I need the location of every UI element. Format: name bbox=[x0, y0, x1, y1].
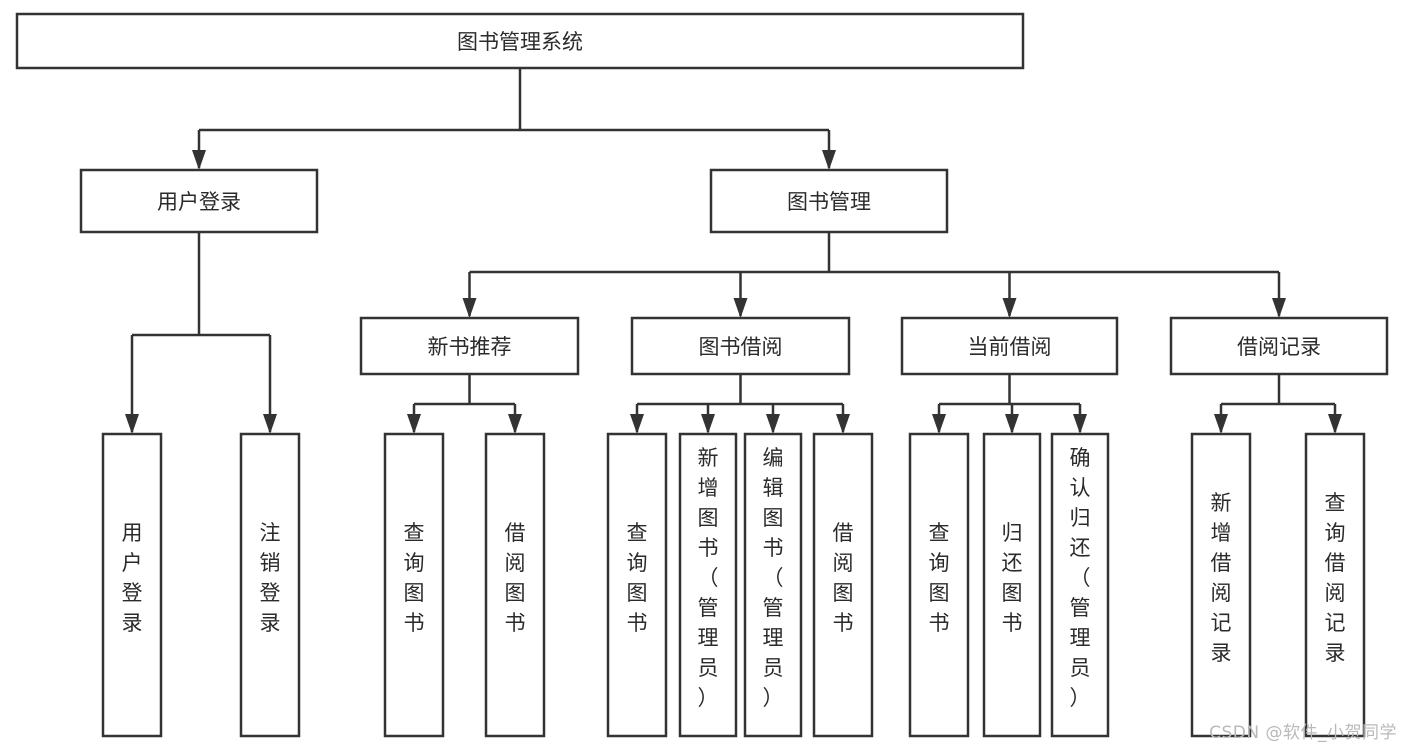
node-label: 新书推荐 bbox=[428, 335, 512, 359]
watermark-label: CSDN @软件_小贺同学 bbox=[1209, 723, 1397, 743]
node-new-book-recommend[interactable]: 新书推荐 bbox=[359, 316, 580, 376]
connector-arrow-icon bbox=[407, 414, 421, 434]
node-box bbox=[812, 432, 874, 738]
node-leaf-confirm-return-admin[interactable]: 确认归还（管理员） bbox=[1050, 432, 1110, 738]
node-box bbox=[709, 168, 949, 234]
node-borrow-record[interactable]: 借阅记录 bbox=[1169, 316, 1389, 376]
connector-arrow-icon bbox=[822, 150, 836, 170]
node-box bbox=[1304, 432, 1366, 738]
node-leaf-return-book[interactable]: 归还图书 bbox=[982, 432, 1042, 738]
node-label: 图书管理 bbox=[787, 190, 871, 214]
node-label: 当前借阅 bbox=[968, 335, 1052, 359]
node-leaf-borrow-book-2[interactable]: 借阅图书 bbox=[812, 432, 874, 738]
node-box bbox=[900, 316, 1119, 376]
node-box bbox=[630, 316, 851, 376]
connector-arrow-icon bbox=[733, 298, 748, 318]
node-label: 新增借阅记录 bbox=[1211, 491, 1232, 665]
node-book-borrow[interactable]: 图书借阅 bbox=[630, 316, 851, 376]
node-leaf-edit-book-admin[interactable]: 编辑图书（管理员） bbox=[743, 432, 803, 738]
node-label: 借阅图书 bbox=[505, 521, 526, 635]
node-box bbox=[15, 12, 1025, 70]
node-leaf-logout[interactable]: 注销登录 bbox=[239, 432, 301, 738]
node-leaf-query-borrow-record[interactable]: 查询借阅记录 bbox=[1304, 432, 1366, 738]
node-book-manage[interactable]: 图书管理 bbox=[709, 168, 949, 234]
node-label: 编辑图书（管理员） bbox=[763, 446, 784, 710]
connector-arrow-icon bbox=[1073, 414, 1087, 434]
connector-arrow-icon bbox=[192, 150, 206, 170]
node-label: 确认归还（管理员） bbox=[1070, 446, 1091, 710]
node-leaf-query-book-3[interactable]: 查询图书 bbox=[908, 432, 970, 738]
connector-arrow-icon bbox=[701, 414, 715, 434]
connector-arrow-icon bbox=[462, 298, 477, 318]
node-box bbox=[383, 432, 445, 738]
node-box bbox=[678, 432, 738, 738]
node-user-login[interactable]: 用户登录 bbox=[79, 168, 319, 234]
node-label: 图书借阅 bbox=[699, 335, 783, 359]
node-label: 用户登录 bbox=[157, 190, 241, 214]
node-label: 归还图书 bbox=[1002, 521, 1023, 635]
node-box bbox=[1190, 432, 1252, 738]
nodes-layer: 图书管理系统用户登录图书管理新书推荐图书借阅当前借阅借阅记录用户登录注销登录查询… bbox=[15, 12, 1389, 738]
node-box bbox=[359, 316, 580, 376]
node-label: 新增图书（管理员） bbox=[698, 446, 719, 710]
node-leaf-query-book-2[interactable]: 查询图书 bbox=[606, 432, 668, 738]
node-box bbox=[101, 432, 163, 738]
connector-arrow-icon bbox=[1005, 414, 1019, 434]
node-label: 查询图书 bbox=[627, 521, 648, 635]
node-leaf-add-book-admin[interactable]: 新增图书（管理员） bbox=[678, 432, 738, 738]
node-box bbox=[606, 432, 668, 738]
connector-arrow-icon bbox=[263, 414, 277, 434]
connector-arrow-icon bbox=[766, 414, 780, 434]
connector-arrow-icon bbox=[1002, 298, 1017, 318]
node-box bbox=[1050, 432, 1110, 738]
connector-arrow-icon bbox=[1328, 414, 1342, 434]
node-box bbox=[484, 432, 546, 738]
node-box bbox=[79, 168, 319, 234]
connector-arrow-icon bbox=[836, 414, 850, 434]
node-label: 借阅图书 bbox=[833, 521, 854, 635]
node-box bbox=[1169, 316, 1389, 376]
node-leaf-user-login[interactable]: 用户登录 bbox=[101, 432, 163, 738]
node-box bbox=[908, 432, 970, 738]
node-box bbox=[239, 432, 301, 738]
connector-arrow-icon bbox=[932, 414, 946, 434]
connectors-layer bbox=[125, 68, 1342, 434]
node-box bbox=[982, 432, 1042, 738]
node-label: 注销登录 bbox=[260, 521, 281, 635]
node-label: 查询图书 bbox=[404, 521, 425, 635]
connector-arrow-icon bbox=[125, 414, 139, 434]
node-root[interactable]: 图书管理系统 bbox=[15, 12, 1025, 70]
connector-arrow-icon bbox=[1214, 414, 1228, 434]
connector-arrow-icon bbox=[630, 414, 644, 434]
node-label: 用户登录 bbox=[122, 521, 143, 635]
connector-arrow-icon bbox=[508, 414, 522, 434]
node-label: 图书管理系统 bbox=[457, 30, 583, 54]
connector-arrow-icon bbox=[1272, 298, 1286, 318]
node-leaf-borrow-book-1[interactable]: 借阅图书 bbox=[484, 432, 546, 738]
node-label: 查询借阅记录 bbox=[1325, 491, 1346, 665]
node-leaf-add-borrow-record[interactable]: 新增借阅记录 bbox=[1190, 432, 1252, 738]
node-current-borrow[interactable]: 当前借阅 bbox=[900, 316, 1119, 376]
node-box bbox=[743, 432, 803, 738]
node-leaf-query-book-1[interactable]: 查询图书 bbox=[383, 432, 445, 738]
node-label: 借阅记录 bbox=[1237, 335, 1321, 359]
node-label: 查询图书 bbox=[929, 521, 950, 635]
